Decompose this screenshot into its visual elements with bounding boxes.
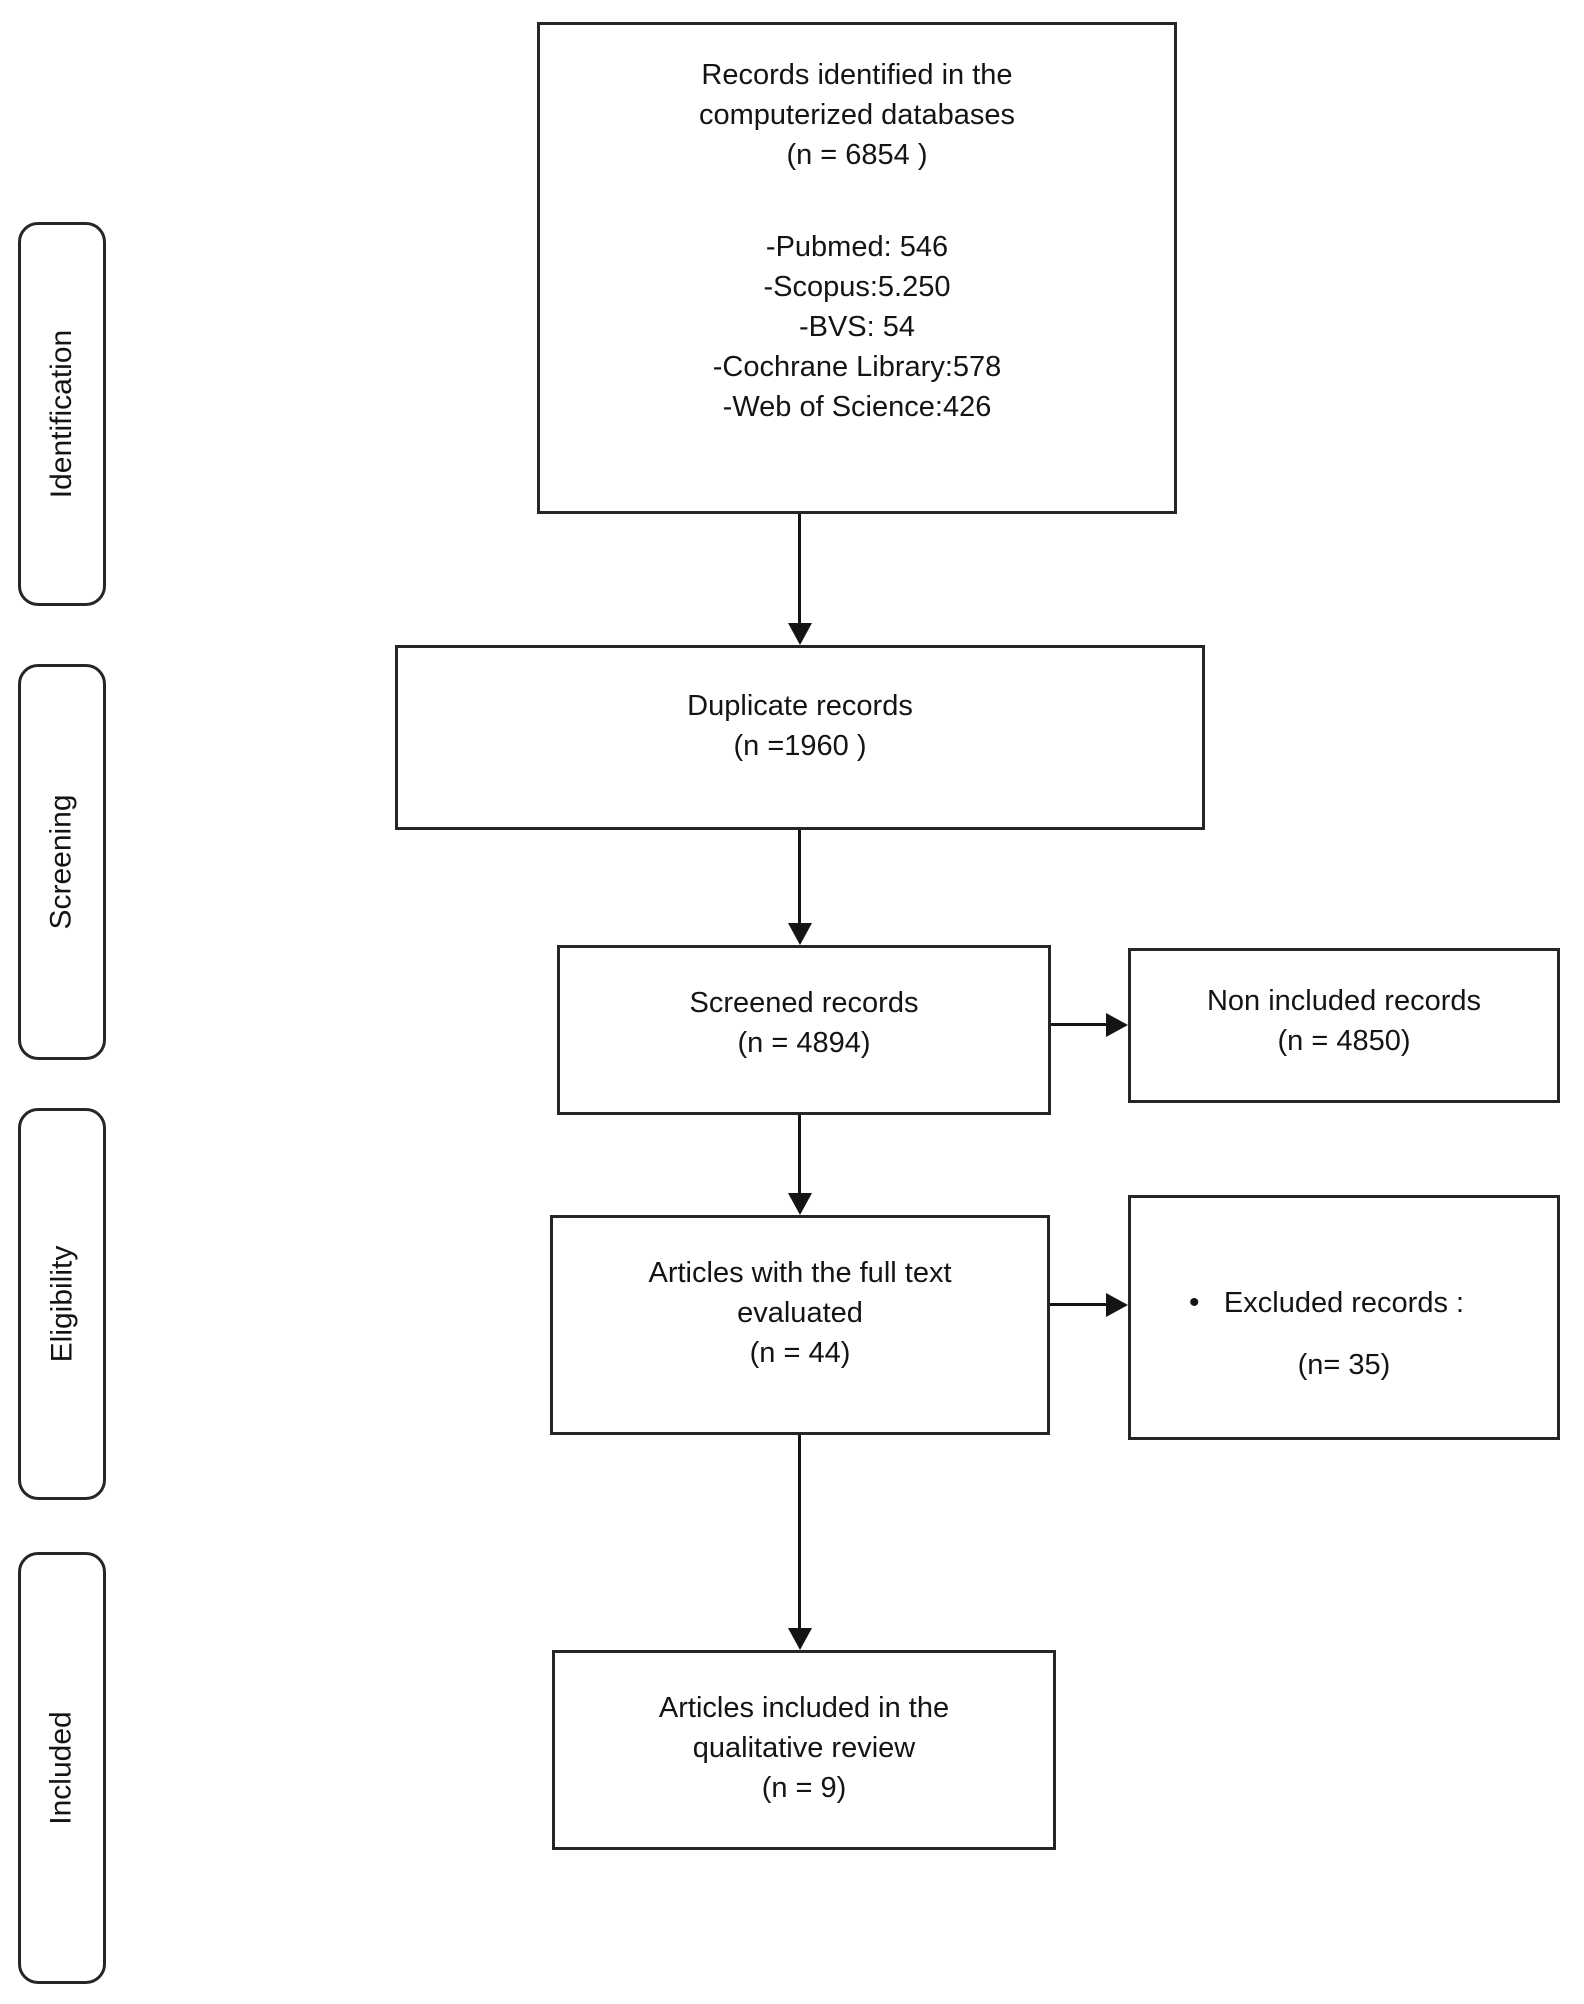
- non-included-count: (n = 4850): [1277, 1025, 1411, 1057]
- arrow-down-icon: [788, 923, 812, 945]
- records-identified-sources: -Pubmed: 546 -Scopus:5.250 -BVS: 54 -Coc…: [540, 227, 1174, 427]
- excluded-records-box: • Excluded records : (n= 35): [1128, 1195, 1560, 1440]
- arrow-screened-to-fulltext-line: [798, 1115, 801, 1194]
- source-web-of-science: -Web of Science:426: [722, 391, 992, 423]
- arrow-down-icon: [788, 1193, 812, 1215]
- duplicate-records-line1: Duplicate records: [687, 690, 913, 722]
- records-identified-line2: computerized databases: [699, 99, 1015, 131]
- stage-eligibility-label: Eligibility: [45, 1245, 78, 1363]
- stage-screening-label: Screening: [45, 794, 78, 930]
- full-text-evaluated-box: Articles with the full text evaluated (n…: [550, 1215, 1050, 1435]
- excluded-records-row: • Excluded records :: [1131, 1283, 1557, 1323]
- screened-records-box: Screened records (n = 4894): [557, 945, 1051, 1115]
- full-text-line1: Articles with the full text: [648, 1257, 952, 1289]
- included-articles-line2: qualitative review: [692, 1732, 916, 1764]
- arrow-fulltext-to-included-line: [798, 1435, 801, 1629]
- screened-records-line1: Screened records: [689, 987, 919, 1019]
- full-text-line2: evaluated: [737, 1297, 863, 1329]
- stage-included: Included: [18, 1552, 106, 1984]
- stage-identification: Identification: [18, 222, 106, 606]
- records-identified-count: (n = 6854 ): [786, 139, 928, 171]
- records-identified-box: Records identified in the computerized d…: [537, 22, 1177, 514]
- arrow-down-icon: [788, 623, 812, 645]
- arrow-screened-to-nonincluded-line: [1051, 1023, 1107, 1026]
- arrow-down-icon: [788, 1628, 812, 1650]
- arrow-records-to-duplicates-line: [798, 514, 801, 624]
- arrow-right-icon: [1106, 1293, 1128, 1317]
- stage-eligibility: Eligibility: [18, 1108, 106, 1500]
- source-scopus: -Scopus:5.250: [763, 271, 951, 303]
- stage-included-label: Included: [45, 1711, 78, 1825]
- full-text-count: (n = 44): [749, 1337, 851, 1369]
- excluded-records-line1: Excluded records :: [1223, 1287, 1465, 1319]
- records-identified-line1: Records identified in the: [701, 59, 1013, 91]
- stage-screening: Screening: [18, 664, 106, 1060]
- bullet-icon: •: [1189, 1286, 1200, 1319]
- non-included-records-box: Non included records (n = 4850): [1128, 948, 1560, 1103]
- included-articles-box: Articles included in the qualitative rev…: [552, 1650, 1056, 1850]
- included-articles-line1: Articles included in the: [658, 1692, 950, 1724]
- arrow-right-icon: [1106, 1013, 1128, 1037]
- duplicate-records-count: (n =1960 ): [733, 730, 867, 762]
- source-pubmed: -Pubmed: 546: [765, 231, 949, 263]
- included-articles-count: (n = 9): [761, 1772, 847, 1804]
- excluded-records-count: (n= 35): [1297, 1349, 1391, 1381]
- duplicate-records-box: Duplicate records (n =1960 ): [395, 645, 1205, 830]
- arrow-duplicates-to-screened-line: [798, 830, 801, 924]
- screened-records-count: (n = 4894): [737, 1027, 871, 1059]
- source-cochrane: -Cochrane Library:578: [712, 351, 1002, 383]
- arrow-fulltext-to-excluded-line: [1050, 1303, 1107, 1306]
- non-included-line1: Non included records: [1206, 985, 1482, 1017]
- stage-identification-label: Identification: [45, 329, 79, 499]
- source-bvs: -BVS: 54: [798, 311, 916, 343]
